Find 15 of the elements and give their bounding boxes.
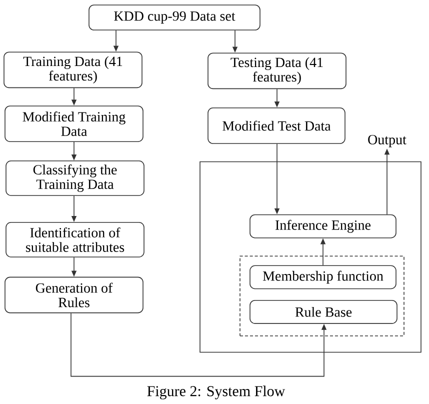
frame-box (200, 161, 422, 353)
process-box: Modified Training Data (4, 106, 144, 142)
process-box: Identification of suitable attributes (6, 222, 144, 258)
process-box: Classifying the Training Data (6, 160, 144, 196)
process-box: Training Data (41 features) (4, 52, 142, 88)
process-box: Rule Base (250, 300, 398, 324)
caption: Figure 2: System Flow (147, 386, 286, 400)
process-box: Modified Test Data (208, 108, 346, 144)
process-box: Generation of Rules (4, 276, 144, 314)
process-box: Inference Engine (250, 214, 396, 238)
dashed-frame (240, 256, 404, 336)
text-label: Output (368, 134, 406, 148)
process-box: Membership function (250, 265, 396, 290)
process-box: KDD cup-99 Data set (88, 4, 260, 30)
process-box: Testing Data (41 features) (208, 52, 346, 90)
